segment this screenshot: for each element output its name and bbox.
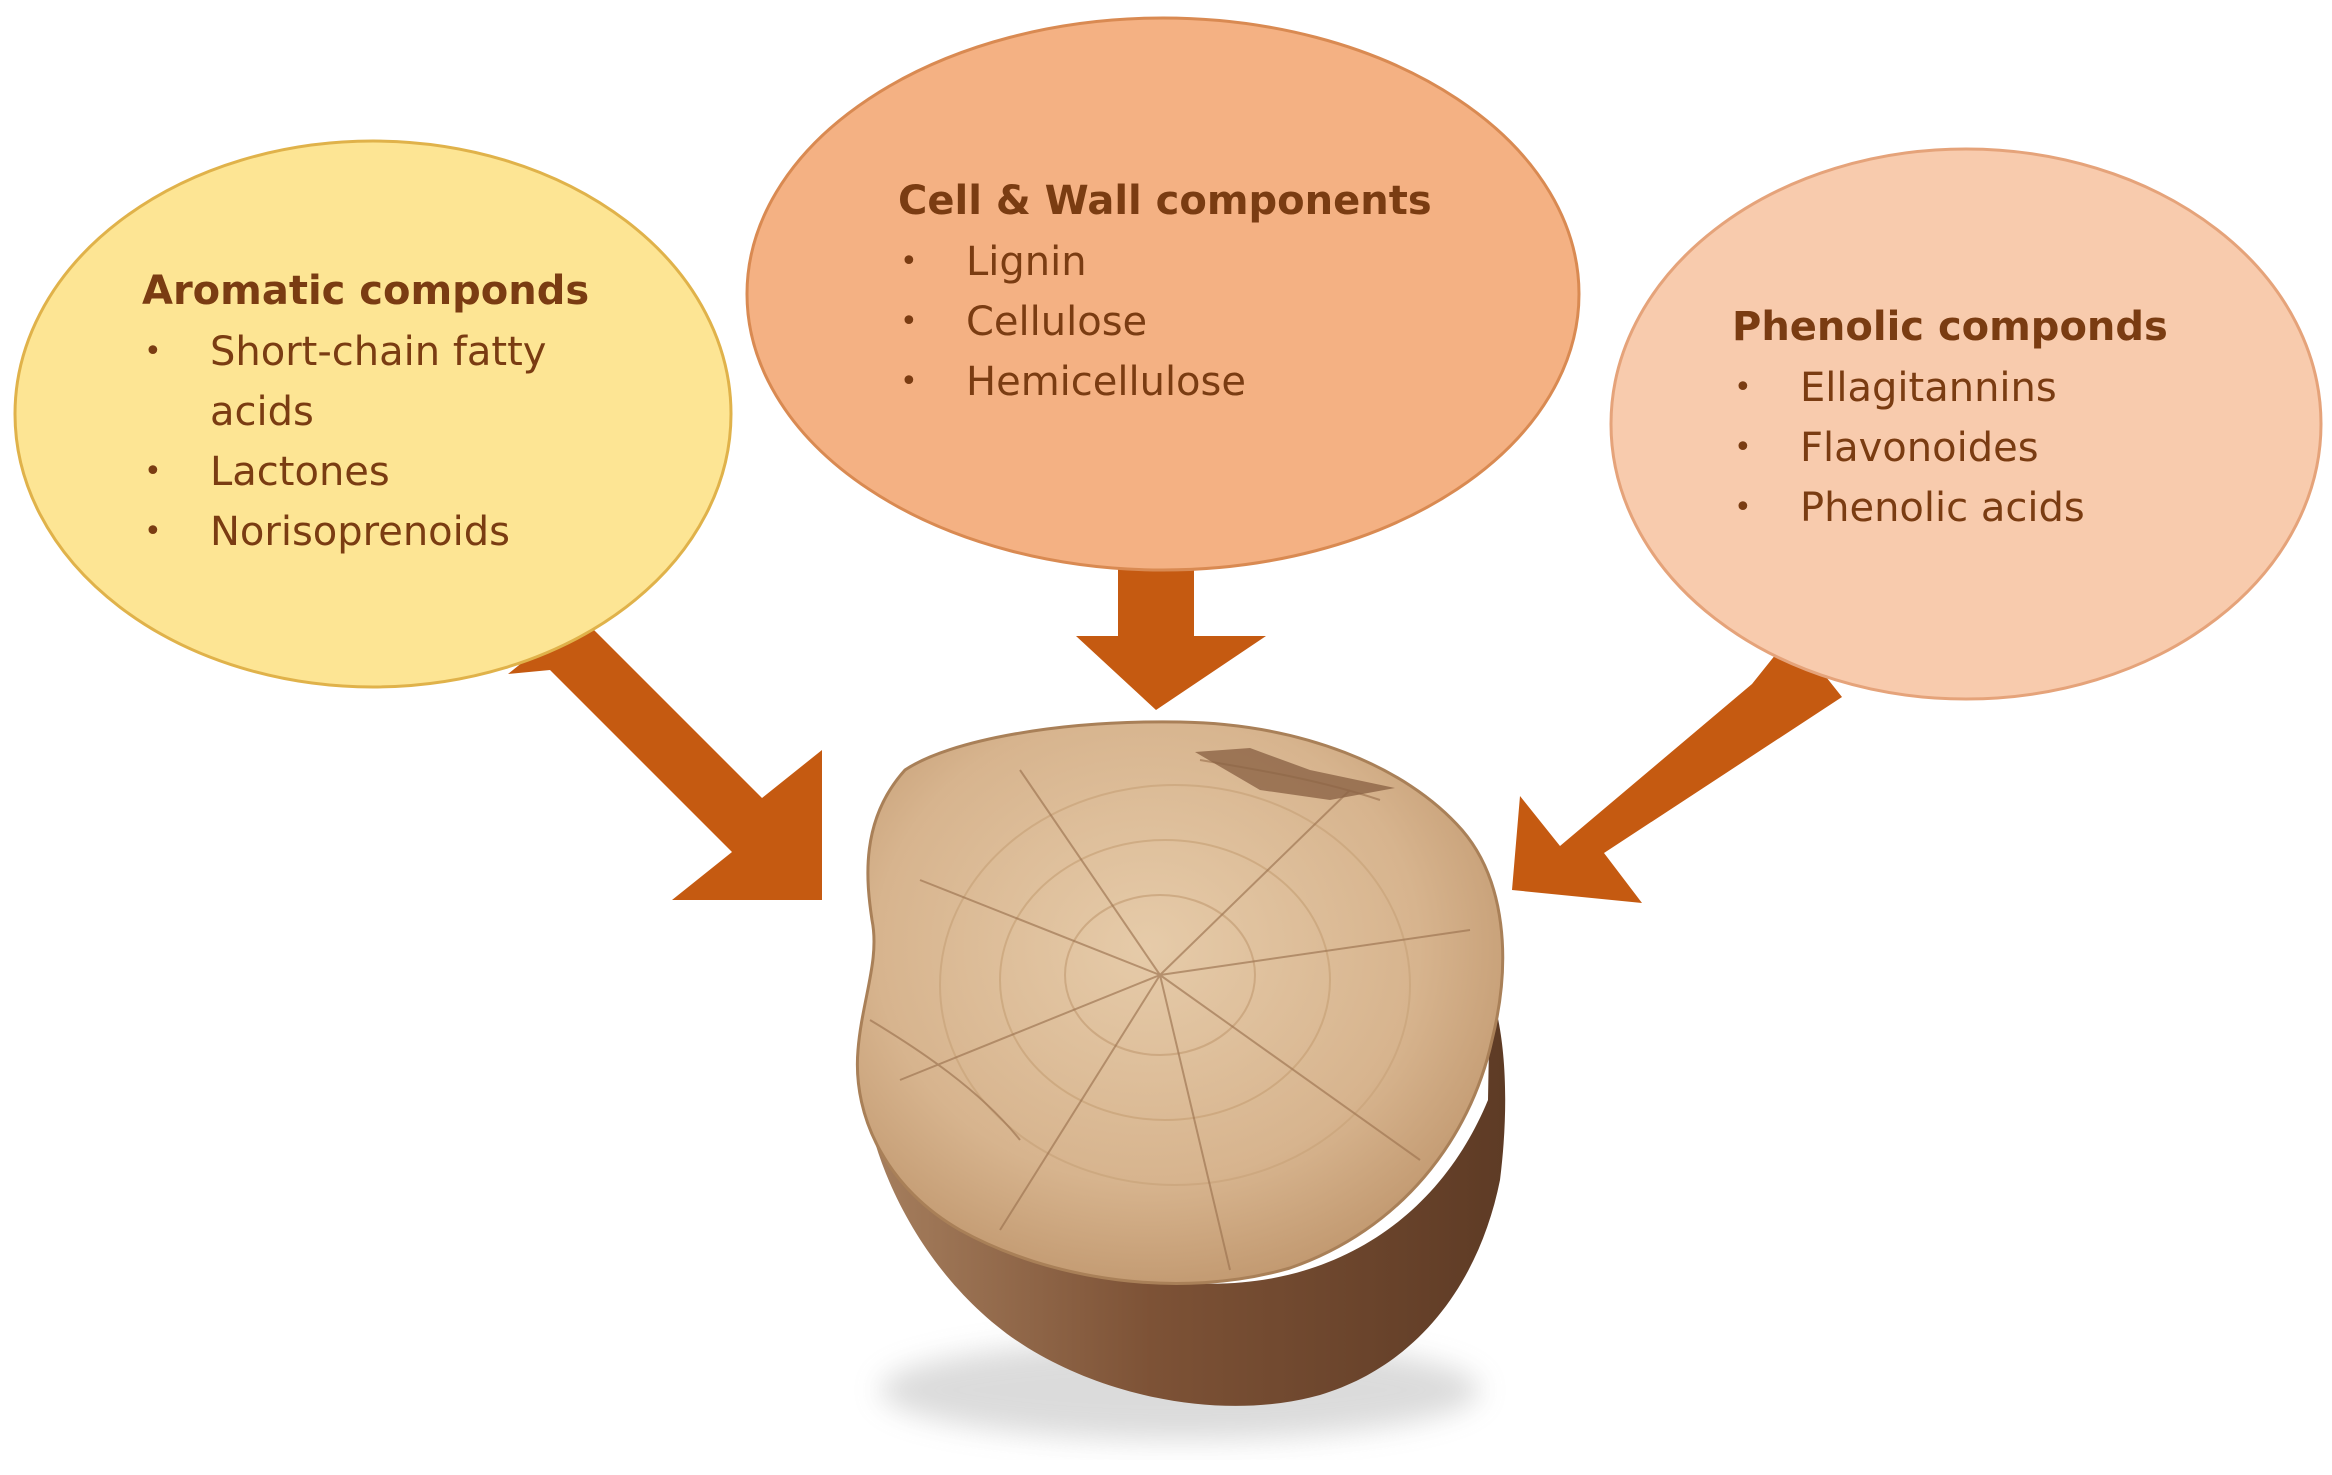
aromatic-compounds-list: Short-chain fatty acids Lactones Norisop… [142,322,612,562]
list-item: Lignin [898,232,1458,292]
list-item: Cellulose [898,292,1458,352]
phenolic-compounds-list: Ellagitannins Flavonoides Phenolic acids [1732,358,2252,538]
list-item: Flavonoides [1732,418,2252,478]
arrow-middle [1076,565,1266,710]
list-item: Lactones [142,442,612,502]
phenolic-compounds-title: Phenolic componds [1732,304,2168,350]
phenolic-compounds-text: Phenolic componds Ellagitannins Flavonoi… [1732,304,2252,538]
list-item: Norisoprenoids [142,502,612,562]
aromatic-compounds-text: Aromatic componds Short-chain fatty acid… [142,268,612,562]
wood-log-image [855,720,1506,1440]
arrow-right [1512,634,1842,903]
list-item: Phenolic acids [1732,478,2252,538]
cell-wall-components-list: Lignin Cellulose Hemicellulose [898,232,1458,412]
cell-wall-components-text: Cell & Wall components Lignin Cellulose … [898,178,1458,412]
list-item: Ellagitannins [1732,358,2252,418]
list-item: Hemicellulose [898,352,1458,412]
list-item: Short-chain fatty acids [142,322,612,442]
cell-wall-components-title: Cell & Wall components [898,178,1432,224]
aromatic-compounds-title: Aromatic componds [142,268,590,314]
arrow-left [508,616,822,900]
